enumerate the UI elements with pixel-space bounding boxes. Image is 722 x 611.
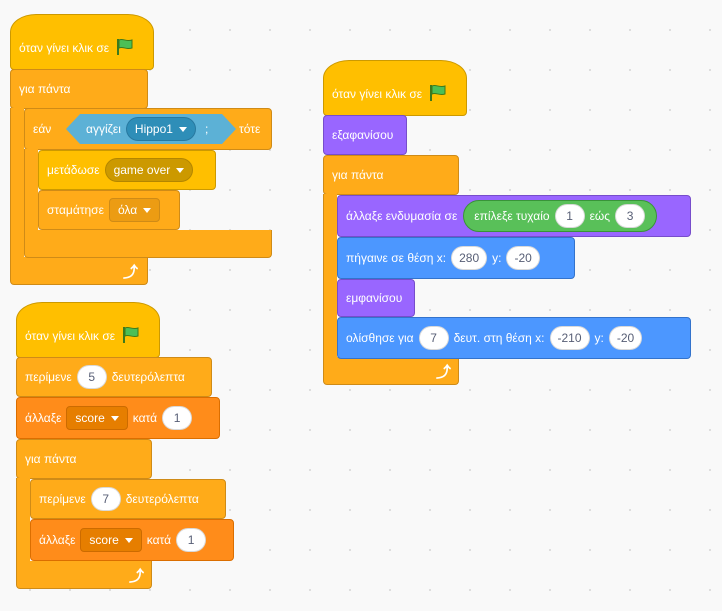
to-label: εώς <box>589 209 611 223</box>
stop-option-dropdown[interactable]: όλα <box>108 198 161 222</box>
forever-cap-3: ⤴ <box>323 357 459 385</box>
y-label: y: <box>492 251 502 265</box>
broadcast-block[interactable]: μετάδωσε game over <box>38 150 216 190</box>
when-flag-clicked-label: όταν γίνει κλικ σε <box>19 41 110 55</box>
glide-label: ολίσθησε για <box>346 331 414 345</box>
touching-target-dropdown[interactable]: Hippo1 <box>126 117 196 141</box>
touching-label: αγγίζει <box>86 122 121 136</box>
dropdown-arrow-icon <box>176 167 185 173</box>
if-cap <box>24 230 272 258</box>
touching-sensing-block[interactable]: αγγίζει Hippo1 ; <box>66 114 236 144</box>
change-amount-input[interactable]: 1 <box>162 406 193 430</box>
wait-label: περίμενε <box>25 370 72 384</box>
forever-arm-3 <box>323 194 337 358</box>
wait-block-2[interactable]: περίμενε 7 δευτερόλεπτα <box>30 479 226 519</box>
when-flag-clicked-hat-3[interactable]: όταν γίνει κλικ σε <box>323 60 467 116</box>
forever-block-1[interactable]: για πάντα <box>10 69 148 109</box>
loop-arrow-icon: ⤴ <box>123 264 139 281</box>
wait-label: περίμενε <box>39 492 86 506</box>
green-flag-icon <box>115 38 135 59</box>
when-flag-clicked-label: όταν γίνει κλικ σε <box>25 329 116 343</box>
goto-y-input[interactable]: -20 <box>506 246 540 270</box>
random-to-input[interactable]: 3 <box>615 204 646 228</box>
forever-cap-1: ⤴ <box>10 257 148 285</box>
glide-block[interactable]: ολίσθησε για 7 δευτ. στη θέση x: -210 y:… <box>337 317 691 359</box>
wait-seconds-input[interactable]: 7 <box>90 487 121 511</box>
broadcast-label: μετάδωσε <box>47 163 100 177</box>
wait-seconds-input[interactable]: 5 <box>76 365 107 389</box>
dropdown-arrow-icon <box>124 537 133 543</box>
broadcast-message-dropdown[interactable]: game over <box>104 158 194 182</box>
forever-block-2[interactable]: για πάντα <box>16 439 152 479</box>
hide-label: εξαφανίσου <box>332 128 394 142</box>
change-label: άλλαξε <box>39 533 76 547</box>
forever-label: για πάντα <box>332 168 384 182</box>
seconds-label: δευτερόλεπτα <box>125 492 199 506</box>
goto-label: πήγαινε σε θέση x: <box>346 251 447 265</box>
dropdown-arrow-icon <box>143 207 152 213</box>
change-amount-input[interactable]: 1 <box>176 528 207 552</box>
y-label: y: <box>594 331 604 345</box>
forever-cap-2: ⤴ <box>16 561 152 589</box>
switch-costume-label: άλλαξε ενδυμασία σε <box>346 209 458 223</box>
goto-x-input[interactable]: 280 <box>451 246 488 270</box>
stop-block[interactable]: σταμάτησε όλα <box>38 190 180 230</box>
glide-x-input[interactable]: -210 <box>549 326 590 350</box>
variable-dropdown[interactable]: score <box>80 528 142 552</box>
if-label: εάν <box>33 122 52 136</box>
change-label: άλλαξε <box>25 411 62 425</box>
stop-label: σταμάτησε <box>47 203 104 217</box>
when-flag-clicked-hat-2[interactable]: όταν γίνει κλικ σε <box>16 302 160 358</box>
seconds-label: δευτερόλεπτα <box>111 370 185 384</box>
random-from-input[interactable]: 1 <box>554 204 585 228</box>
by-label: κατά <box>146 533 172 547</box>
change-var-block-2[interactable]: άλλαξε score κατά 1 <box>30 519 234 561</box>
green-flag-icon <box>121 326 141 347</box>
loop-arrow-icon: ⤴ <box>129 568 145 585</box>
loop-arrow-icon: ⤴ <box>436 364 452 381</box>
show-block[interactable]: εμφανίσου <box>337 279 415 317</box>
variable-dropdown[interactable]: score <box>66 406 128 430</box>
goto-xy-block[interactable]: πήγαινε σε θέση x: 280 y: -20 <box>337 237 575 279</box>
question-mark: ; <box>204 122 209 136</box>
change-var-block-1[interactable]: άλλαξε score κατά 1 <box>16 397 220 439</box>
glide-y-input[interactable]: -20 <box>608 326 643 350</box>
forever-label: για πάντα <box>25 452 77 466</box>
show-label: εμφανίσου <box>346 291 403 305</box>
hide-block[interactable]: εξαφανίσου <box>323 115 407 155</box>
then-label: τότε <box>239 122 261 136</box>
switch-costume-block[interactable]: άλλαξε ενδυμασία σε επίλεξε τυχαίο 1 εώς… <box>337 195 691 237</box>
if-arm <box>24 149 38 231</box>
green-flag-icon <box>428 84 448 105</box>
when-flag-clicked-label: όταν γίνει κλικ σε <box>332 87 423 101</box>
pick-random-block[interactable]: επίλεξε τυχαίο 1 εώς 3 <box>463 200 658 232</box>
glide-secs-input[interactable]: 7 <box>418 326 449 350</box>
pick-random-label: επίλεξε τυχαίο <box>474 209 550 223</box>
wait-block-1[interactable]: περίμενε 5 δευτερόλεπτα <box>16 357 212 397</box>
dropdown-arrow-icon <box>179 127 187 132</box>
when-flag-clicked-hat-1[interactable]: όταν γίνει κλικ σε <box>10 14 154 70</box>
forever-arm-2 <box>16 478 30 562</box>
forever-arm-1 <box>10 108 24 258</box>
glide-secs-label: δευτ. στη θέση x: <box>453 331 545 345</box>
forever-label: για πάντα <box>19 82 71 96</box>
by-label: κατά <box>132 411 158 425</box>
forever-block-3[interactable]: για πάντα <box>323 155 459 195</box>
dropdown-arrow-icon <box>110 415 119 421</box>
